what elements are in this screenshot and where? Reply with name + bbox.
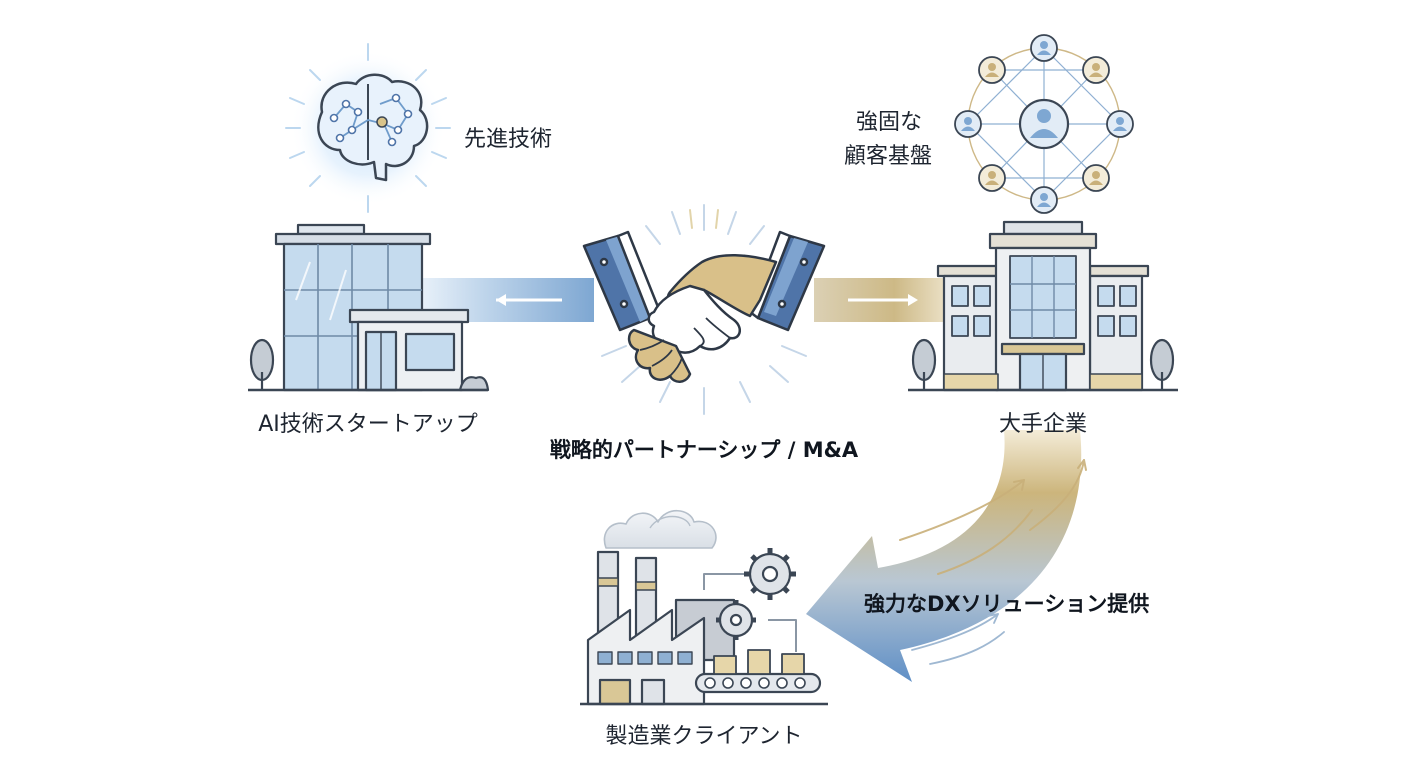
advanced-tech-label: 先進技術	[464, 127, 553, 152]
customer-base-label-line2: 顧客基盤	[844, 144, 933, 169]
startup-label: AI技術スタートアップ	[258, 412, 478, 437]
dx-solution-label: 強力なDXソリューション提供	[864, 592, 1150, 616]
factory-icon	[580, 509, 828, 706]
customer-base-label-line1: 強固な	[856, 110, 923, 135]
brain-icon	[285, 43, 451, 213]
enterprise-label: 大手企業	[998, 412, 1088, 437]
dx-solution-arrow	[806, 430, 1087, 682]
startup-building-icon	[248, 223, 490, 392]
handshake-icon	[582, 204, 826, 415]
partnership-label: 戦略的パートナーシップ / M&A	[549, 438, 859, 462]
manufacturing-client-label: 製造業クライアント	[605, 724, 803, 749]
customer-network-icon	[954, 34, 1134, 214]
enterprise-building-icon	[908, 220, 1178, 392]
right-flow-arrow	[814, 278, 948, 322]
